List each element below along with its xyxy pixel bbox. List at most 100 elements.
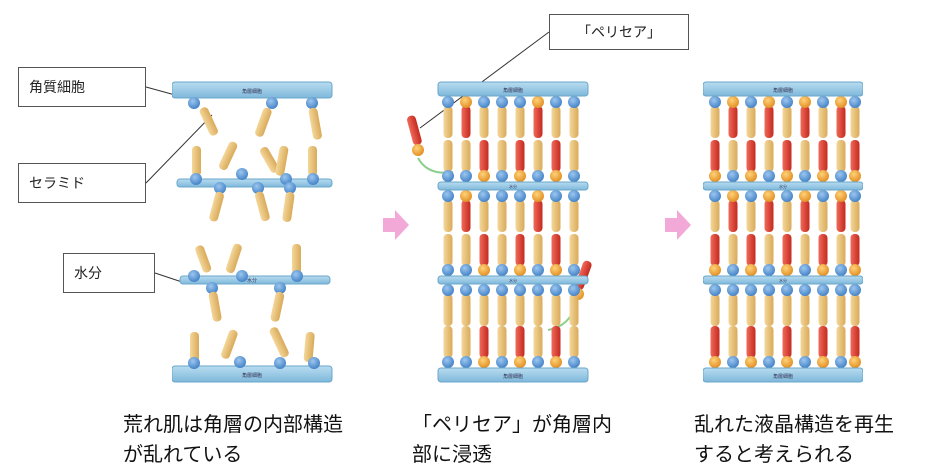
perisea-head — [835, 96, 847, 108]
ceramide-head — [817, 190, 829, 202]
ceramide-tail — [746, 200, 756, 232]
perisea-tail — [515, 234, 525, 266]
ceramide-head — [460, 284, 472, 296]
perisea-tail — [850, 234, 860, 266]
perisea-head — [478, 170, 490, 182]
ceramide-tail — [551, 200, 561, 232]
layer-label: 角層細胞 — [503, 373, 523, 380]
ceramide-tail — [710, 294, 720, 326]
ceramide-tail — [818, 106, 828, 138]
perisea-head — [763, 96, 775, 108]
ceramide-tail — [515, 294, 525, 326]
ceramide-tail — [782, 200, 792, 232]
label-text: 水分 — [74, 266, 102, 282]
perisea-head — [799, 96, 811, 108]
perisea-molecule-free — [407, 115, 424, 156]
ceramide-tail — [710, 106, 720, 138]
ceramide-head — [817, 284, 829, 296]
caption-line: が乱れている — [123, 442, 243, 466]
ceramide-head — [849, 284, 861, 296]
ceramide-tail — [461, 140, 471, 172]
ceramide-head — [442, 190, 454, 202]
layer-label: 角層細胞 — [242, 88, 262, 95]
perisea-head — [817, 356, 829, 368]
ceramide-head — [514, 190, 526, 202]
perisea-tail — [836, 106, 846, 138]
panel-restored: 角層細胞 水分 水分 角層細胞 — [703, 81, 863, 383]
corneocyte-layer — [172, 365, 333, 383]
ceramide-head — [442, 96, 454, 108]
ordered-bilayers — [442, 96, 580, 368]
perisea-head — [514, 170, 526, 182]
ceramide-head — [568, 356, 580, 368]
ceramide-head — [532, 356, 544, 368]
ceramide-tail — [515, 106, 525, 138]
perisea-tail — [515, 326, 525, 358]
ceramide-head — [550, 96, 562, 108]
perisea-tail — [764, 200, 774, 232]
ceramide-tail — [533, 326, 543, 358]
water-label: 水分 — [247, 277, 257, 284]
label-water: 水分 — [63, 253, 155, 293]
ceramide-head — [835, 264, 847, 276]
label-text: 「ペリセア」 — [577, 25, 661, 41]
ceramide-tail — [569, 106, 579, 138]
perisea-head — [799, 190, 811, 202]
ceramide-head — [496, 170, 508, 182]
ceramide-head — [727, 284, 739, 296]
ceramide-head — [849, 96, 861, 108]
ceramide-tail — [800, 234, 810, 266]
ceramide-tail — [497, 200, 507, 232]
ceramide-tail — [497, 106, 507, 138]
perisea-head — [781, 264, 793, 276]
arrow-right-1 — [383, 210, 409, 240]
perisea-tail — [850, 326, 860, 358]
perisea-head — [763, 190, 775, 202]
label-text: セラミド — [29, 176, 85, 192]
ceramide-head — [709, 190, 721, 202]
perisea-head — [781, 356, 793, 368]
perisea-head — [709, 356, 721, 368]
ceramide-tail — [782, 294, 792, 326]
perisea-tail — [728, 200, 738, 232]
ceramide-head — [817, 96, 829, 108]
ceramide-tail — [443, 294, 453, 326]
ceramide-head — [799, 356, 811, 368]
ceramide-head — [478, 190, 490, 202]
ceramide-tail — [479, 200, 489, 232]
perisea-tail — [533, 106, 543, 138]
corneocyte-layer — [437, 181, 589, 191]
ceramide-tail — [569, 200, 579, 232]
ceramide-molecules: 水分 — [188, 97, 322, 369]
perisea-head — [709, 264, 721, 276]
ceramide-head — [568, 264, 580, 276]
ceramide-tail — [443, 200, 453, 232]
ceramide-head — [460, 170, 472, 182]
ceramide-head — [799, 284, 811, 296]
caption-line: 部に浸透 — [412, 442, 492, 466]
perisea-tail — [850, 140, 860, 172]
ceramide-head — [496, 190, 508, 202]
ceramide-head — [799, 170, 811, 182]
ceramide-head — [835, 170, 847, 182]
perisea-head — [835, 190, 847, 202]
perisea-tail — [800, 106, 810, 138]
ceramide-tail — [850, 200, 860, 232]
label-ceramide: セラミド — [18, 163, 146, 203]
layer-label: 角層細胞 — [242, 372, 262, 379]
ceramide-tail — [443, 326, 453, 358]
perisea-tail — [782, 234, 792, 266]
perisea-head — [727, 190, 739, 202]
ceramide-tail — [836, 326, 846, 358]
perisea-tail — [533, 200, 543, 232]
water-label: 水分 — [779, 183, 787, 189]
ceramide-head — [835, 356, 847, 368]
ceramide-tail — [443, 106, 453, 138]
ceramide-head — [514, 284, 526, 296]
label-perisea: 「ペリセア」 — [549, 14, 689, 50]
perisea-head — [550, 264, 562, 276]
ceramide-tail — [728, 326, 738, 358]
ceramide-tail — [836, 234, 846, 266]
ceramide-head — [781, 190, 793, 202]
perisea-tail — [728, 106, 738, 138]
